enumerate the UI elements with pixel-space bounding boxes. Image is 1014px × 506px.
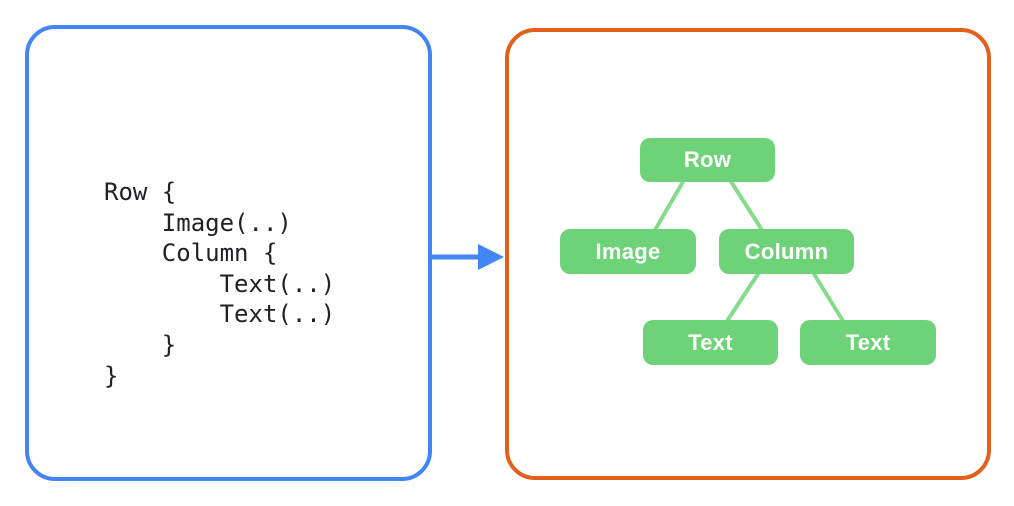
- arrow-right-icon: [432, 244, 504, 270]
- tree-node-column: Column: [719, 229, 854, 274]
- tree-edge-row-column: [728, 178, 764, 232]
- code-line: }: [104, 330, 177, 359]
- tree-panel: Row Image Column Text Text: [505, 28, 991, 480]
- code-line: Row {: [104, 178, 177, 206]
- code-line: Image(..): [104, 208, 292, 237]
- tree-node-text-1: Text: [643, 320, 778, 365]
- tree-node-text-2: Text: [800, 320, 936, 365]
- tree-node-label: Column: [744, 238, 829, 264]
- tree-node-label: Text: [688, 329, 733, 355]
- arrow-head: [478, 244, 504, 270]
- code-line: }: [104, 361, 119, 390]
- tree-node-image: Image: [560, 229, 696, 274]
- tree-node-label: Text: [845, 329, 891, 355]
- tree-node-label: Row: [683, 147, 732, 172]
- tree-edge-column-text-1: [725, 272, 760, 323]
- code-line: Text(..): [104, 300, 336, 329]
- tree-node-row: Row: [640, 138, 775, 182]
- tree-edge-row-image: [653, 178, 686, 232]
- tree-node-label: Image: [595, 238, 661, 264]
- tree-edge-column-text-2: [812, 272, 845, 323]
- code-panel: Row { Image(..) Column { Text(..) Text(.…: [25, 25, 432, 481]
- code-line: Column {: [104, 239, 278, 268]
- tree-edges: [653, 178, 845, 323]
- code-block: Row { Image(..) Column { Text(..) Text(.…: [104, 177, 335, 391]
- code-line: Text(..): [104, 269, 336, 298]
